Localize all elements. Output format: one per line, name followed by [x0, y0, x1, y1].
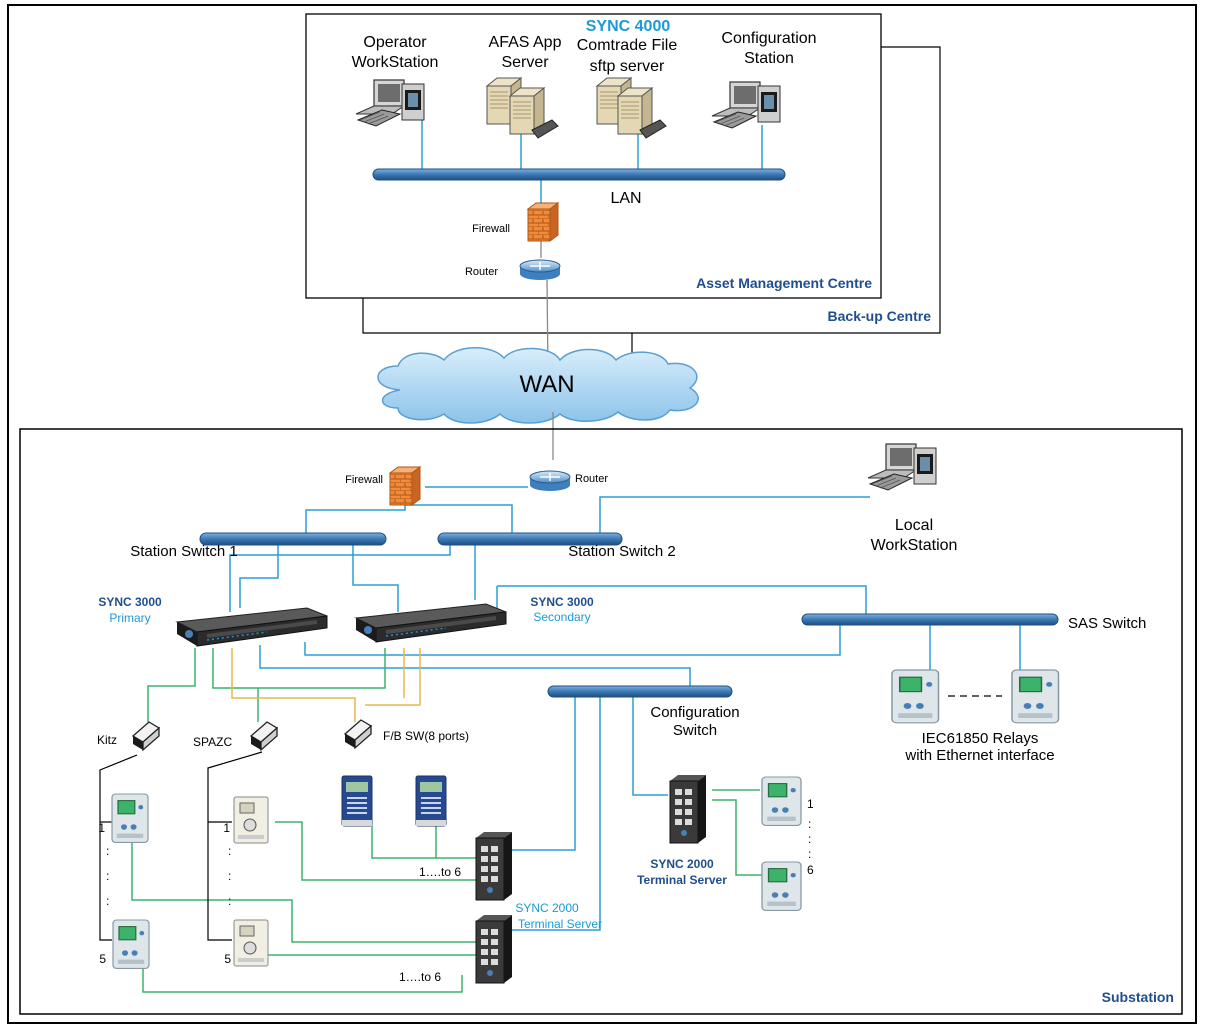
config-switch-label-2: Switch [673, 722, 717, 739]
afas-server-icon [486, 77, 559, 139]
svg-text::: : [228, 894, 231, 908]
substation-firewall-label: Firewall [345, 474, 383, 486]
svg-text::: : [228, 844, 231, 858]
kitz-num-1: 1 [98, 821, 105, 835]
one-to-six-upper: 1….to 6 [419, 865, 461, 879]
sync2000-bottom-terminal-server [475, 914, 513, 984]
spazc-dots: : : : [228, 844, 231, 908]
station-switch-1-label: Station Switch 1 [130, 543, 238, 560]
spazc-converter-icon [250, 721, 278, 751]
substation-yellow-links [231, 648, 421, 722]
sync3000-primary-sub: Primary [109, 611, 150, 625]
substation-cyan-links [229, 486, 1021, 931]
substation-firewall-icon [389, 466, 421, 506]
ts-num-1: 1 [807, 797, 814, 811]
fb-sw-label: F/B SW(8 ports) [383, 729, 469, 743]
comtrade-label-2: sftp server [590, 58, 665, 75]
fb-relay-2 [415, 775, 447, 827]
sync4000-label: SYNC 4000 [586, 18, 671, 35]
iec-relay-2 [1011, 669, 1060, 724]
svg-text::: : [808, 847, 811, 861]
amc-router-label: Router [465, 266, 498, 278]
iec-relay-1 [891, 669, 940, 724]
comtrade-server-icon [596, 77, 667, 139]
station-switch-2-label: Station Switch 2 [568, 543, 676, 560]
svg-text::: : [106, 844, 109, 858]
amc-title: Asset Management Centre [696, 275, 872, 291]
one-to-six-lower: 1….to 6 [399, 970, 441, 984]
kitz-converter-icon [132, 721, 160, 751]
ts-relay-1 [761, 776, 802, 827]
sync2000-right-terminal-server [669, 774, 707, 844]
substation-box [19, 428, 1183, 1015]
backup-centre-title: Back-up Centre [828, 308, 932, 324]
spazc-num-5: 5 [224, 952, 231, 966]
configuration-switch-bus [547, 685, 733, 698]
local-workstation-icon [867, 443, 937, 491]
config-station-label-1: Configuration [721, 30, 816, 47]
afas-label-1: AFAS App [489, 34, 562, 51]
substation-title: Substation [1102, 989, 1174, 1005]
local-ws-label-2: WorkStation [871, 537, 958, 554]
iec-relays-label-1: IEC61850 Relays [922, 730, 1039, 747]
kitz-relay-5 [112, 919, 150, 970]
amc-firewall-label: Firewall [472, 223, 510, 235]
ts-dots: : : : [808, 817, 811, 861]
sas-switch-bus [801, 613, 1059, 626]
kitz-num-5: 5 [99, 952, 106, 966]
spazc-relay-1 [233, 796, 269, 844]
svg-text::: : [228, 869, 231, 883]
sync2000-mid-sub: Terminal Server [518, 917, 602, 931]
sas-switch-label: SAS Switch [1068, 615, 1146, 632]
comtrade-label-1: Comtrade File [577, 37, 678, 54]
amc-firewall-icon [527, 202, 559, 242]
amc-box [305, 13, 882, 299]
operator-ws-label-2: WorkStation [352, 54, 439, 71]
substation-router-icon [529, 470, 571, 492]
wan-cloud [377, 347, 699, 424]
config-switch-label-1: Configuration [650, 704, 739, 721]
svg-text::: : [808, 832, 811, 846]
sync2000-right-sub: Terminal Server [637, 873, 727, 887]
station-switch-1-bus [199, 532, 387, 546]
lan-label: LAN [610, 190, 641, 207]
sync2000-right-label: SYNC 2000 [650, 857, 714, 871]
sync3000-primary-label: SYNC 3000 [98, 595, 162, 609]
kitz-label: Kitz [97, 733, 117, 747]
sync3000-secondary-label: SYNC 3000 [530, 595, 594, 609]
iec-relays-label-2: with Ethernet interface [904, 747, 1054, 764]
svg-text::: : [106, 894, 109, 908]
amc-links [421, 112, 763, 203]
sync3000-primary-device [175, 606, 329, 648]
sync3000-secondary-device [354, 602, 508, 644]
outer-frame [7, 4, 1197, 1024]
fb-switch-converter-icon [344, 719, 372, 749]
substation-green-links [131, 648, 762, 993]
substation-serial-links [99, 751, 263, 941]
spazc-num-1: 1 [223, 821, 230, 835]
spazc-relay-5 [233, 919, 269, 967]
kitz-dots: : : : [106, 844, 109, 908]
local-ws-label-1: Local [895, 517, 933, 534]
sync2000-mid-label: SYNC 2000 [515, 901, 579, 915]
backup-centre-box [362, 46, 941, 334]
station-switch-2-bus [437, 532, 623, 546]
wan-label: WAN [519, 371, 574, 398]
config-station-label-2: Station [744, 50, 794, 67]
sync2000-mid-terminal-server [475, 831, 513, 901]
kitz-relay-1 [111, 793, 149, 844]
spazc-label: SPAZC [193, 735, 232, 749]
afas-label-2: Server [501, 54, 549, 71]
ts-relay-6 [761, 861, 802, 912]
fb-relay-1 [341, 775, 373, 827]
svg-text::: : [808, 817, 811, 831]
substation-router-label: Router [575, 473, 608, 485]
sync3000-secondary-sub: Secondary [533, 610, 590, 624]
ts-num-6: 6 [807, 863, 814, 877]
amc-router-icon [519, 259, 561, 281]
operator-ws-label-1: Operator [363, 34, 427, 51]
lan-bus [372, 168, 786, 181]
svg-text::: : [106, 869, 109, 883]
